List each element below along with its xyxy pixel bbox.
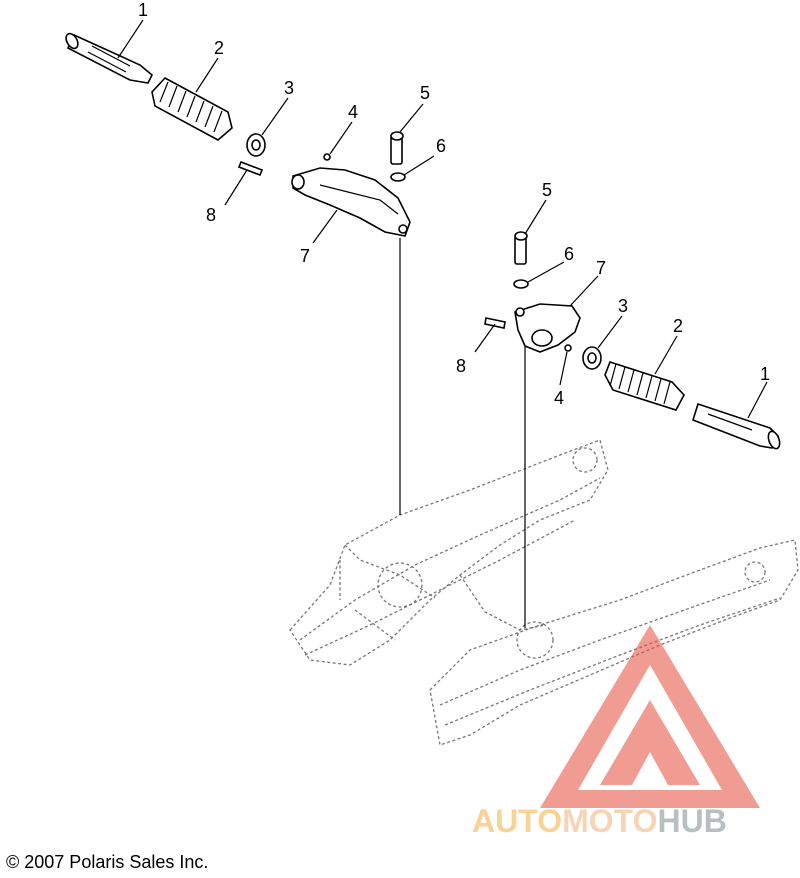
callout-2-left: 2 bbox=[214, 38, 224, 58]
spring-pin-left bbox=[237, 160, 264, 177]
callout-3-left: 3 bbox=[284, 78, 294, 98]
callout-5-left: 5 bbox=[420, 83, 430, 103]
footrest-bracket-left bbox=[291, 167, 411, 237]
washer-hole-left bbox=[251, 139, 261, 151]
footrest-pin-right bbox=[692, 402, 781, 450]
callout-5-right: 5 bbox=[542, 180, 552, 200]
callout-1-left: 1 bbox=[138, 0, 148, 20]
automotohub-watermark: AUTOMOTOHUB bbox=[472, 625, 760, 839]
leader-lines bbox=[117, 19, 768, 419]
watermark-triangle bbox=[540, 625, 760, 808]
washer-hole-right bbox=[587, 352, 597, 364]
watermark-auto: AUTO bbox=[472, 803, 562, 839]
watermark-inner-mark bbox=[600, 700, 700, 785]
detent-ball-right bbox=[564, 344, 572, 352]
bolt-right bbox=[514, 231, 528, 265]
callouts-right: 1 2 3 4 5 6 7 8 bbox=[456, 180, 770, 408]
callout-3-right: 3 bbox=[618, 296, 628, 316]
callout-8-right: 8 bbox=[456, 356, 466, 376]
callout-2-right: 2 bbox=[673, 316, 683, 336]
watermark-moto: MOTO bbox=[562, 803, 657, 839]
footrest-rubber-left bbox=[151, 77, 233, 141]
callout-1-right: 1 bbox=[760, 364, 770, 384]
callouts-left: 1 2 3 4 5 6 7 8 bbox=[138, 0, 446, 266]
nut-left bbox=[390, 172, 406, 182]
footrest-bracket-right bbox=[514, 303, 581, 353]
callout-7-right: 7 bbox=[596, 258, 606, 278]
swing-arm-outline bbox=[289, 439, 799, 746]
callout-4-left: 4 bbox=[348, 102, 358, 122]
callout-7-left: 7 bbox=[300, 246, 310, 266]
callout-8-left: 8 bbox=[206, 205, 216, 225]
watermark-text: AUTOMOTOHUB bbox=[472, 803, 727, 839]
footrest-rubber-right bbox=[604, 361, 685, 411]
bolt-left bbox=[390, 131, 404, 165]
copyright-notice: © 2007 Polaris Sales Inc. bbox=[6, 852, 209, 872]
watermark-hub: HUB bbox=[657, 803, 726, 839]
callout-6-left: 6 bbox=[436, 136, 446, 156]
callout-6-right: 6 bbox=[564, 244, 574, 264]
spring-pin-right bbox=[484, 317, 506, 329]
callout-4-right: 4 bbox=[554, 388, 564, 408]
detent-ball-left bbox=[323, 153, 331, 161]
footrest-pin-left bbox=[65, 32, 153, 84]
nut-right bbox=[513, 279, 529, 289]
